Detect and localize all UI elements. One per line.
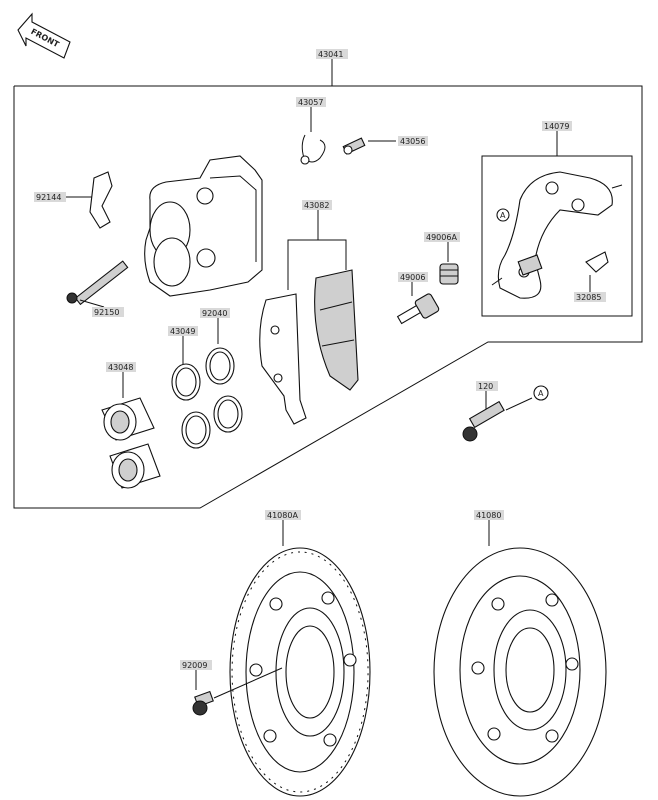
caliper-body	[144, 155, 263, 297]
bleeder-valve	[342, 137, 366, 155]
callout-43048: 43048	[108, 363, 133, 372]
bracket-ref-label: A	[500, 211, 506, 220]
callout-43041: 43041	[318, 50, 343, 59]
callout-41080A: 41080A	[267, 511, 298, 520]
callout-49006: 49006	[400, 273, 425, 282]
dust-boot-a	[439, 263, 459, 285]
slide-pin	[66, 260, 129, 306]
bracket-box	[481, 155, 633, 317]
pistons	[101, 397, 161, 489]
callout-14079: 14079	[544, 122, 569, 131]
brake-disc-drilled	[229, 547, 371, 797]
pad-clip	[89, 171, 113, 229]
disc-screw	[192, 690, 214, 716]
callout-92009: 92009	[182, 661, 207, 670]
brake-pipe	[300, 134, 326, 165]
ref-a-circle	[533, 385, 549, 401]
callout-43049: 43049	[170, 327, 195, 336]
callout-92040: 92040	[202, 309, 227, 318]
callout-43056: 43056	[400, 137, 425, 146]
callout-49006A: 49006A	[426, 233, 457, 242]
dust-seals	[205, 347, 243, 433]
callout-32085: 32085	[576, 293, 601, 302]
ref-a-circle-bracket	[496, 208, 510, 222]
piston-seals	[171, 363, 211, 449]
callout-41080: 41080	[476, 511, 501, 520]
brake-pad-right	[314, 269, 359, 391]
ref-a-label: A	[538, 389, 544, 398]
brake-pad-left	[259, 293, 307, 425]
mounting-bolt	[462, 400, 505, 442]
brake-disc	[433, 547, 607, 797]
callout-43082: 43082	[304, 201, 329, 210]
dust-boot	[396, 293, 440, 325]
assembly-frame	[13, 85, 643, 509]
callout-43057: 43057	[298, 98, 323, 107]
callout-120: 120	[478, 382, 493, 391]
pad-spring	[585, 251, 609, 273]
callout-92144: 92144	[36, 193, 61, 202]
front-arrow-icon: FRONT	[17, 12, 71, 59]
callout-92150: 92150	[94, 308, 119, 317]
caliper-bracket	[497, 171, 623, 299]
